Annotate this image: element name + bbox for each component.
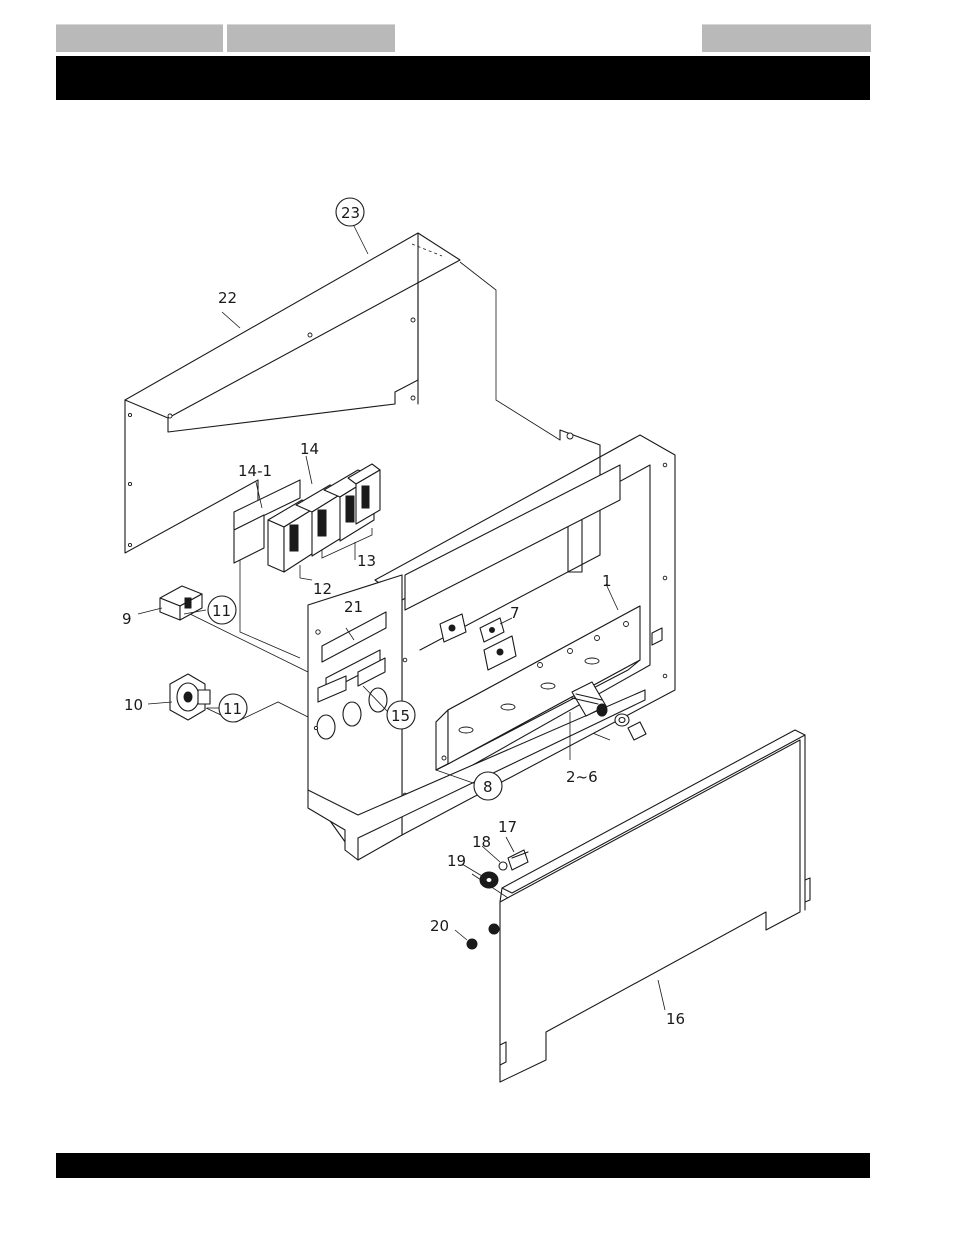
callout-11a-circle bbox=[207, 595, 237, 625]
header-tab-3 bbox=[702, 24, 871, 52]
part-10-twist-receptacle bbox=[169, 673, 211, 721]
callout-leaders bbox=[137, 225, 666, 1011]
callout-21: 21 bbox=[344, 598, 363, 616]
callout-15-circle bbox=[386, 700, 416, 730]
callout-9: 9 bbox=[122, 610, 132, 628]
callout-8-circle bbox=[473, 771, 503, 801]
callout-14-1: 14-1 bbox=[238, 462, 272, 480]
header-tab-2 bbox=[227, 24, 395, 52]
callout-8: 8 bbox=[483, 778, 493, 796]
part-7-terminal-studs bbox=[439, 613, 517, 671]
part-22-top-cover bbox=[124, 232, 461, 554]
callout-16: 16 bbox=[666, 1010, 685, 1028]
front-panel bbox=[307, 574, 646, 861]
callout-7: 7 bbox=[510, 604, 520, 622]
callout-22: 22 bbox=[218, 289, 237, 307]
callout-1: 1 bbox=[602, 572, 612, 590]
callout-labels: 22 23 14 14-1 13 12 21 9 11 10 11 15 7 1… bbox=[122, 197, 685, 1028]
callout-2-6: 2~6 bbox=[566, 768, 598, 786]
header-tab-1 bbox=[56, 24, 223, 52]
callout-19: 19 bbox=[447, 852, 466, 870]
part-2-6-bolt-hardware bbox=[571, 681, 647, 741]
callout-23-circle bbox=[335, 197, 365, 227]
part-14-breaker-assembly bbox=[233, 463, 381, 581]
part-16-side-panel bbox=[499, 729, 811, 1083]
callout-13: 13 bbox=[357, 552, 376, 570]
callout-11a: 11 bbox=[212, 602, 231, 620]
callout-10: 10 bbox=[124, 696, 143, 714]
callout-11b-circle bbox=[218, 693, 248, 723]
callout-20: 20 bbox=[430, 917, 449, 935]
footer-bar bbox=[56, 1153, 870, 1178]
callout-18: 18 bbox=[472, 833, 491, 851]
callout-14: 14 bbox=[300, 440, 319, 458]
part-9-receptacle bbox=[159, 585, 203, 621]
callout-17: 17 bbox=[498, 818, 517, 836]
callout-11b: 11 bbox=[223, 700, 242, 718]
fasteners-17-20 bbox=[466, 849, 529, 950]
callout-23: 23 bbox=[341, 204, 360, 222]
header-bar bbox=[56, 56, 870, 100]
callout-12: 12 bbox=[313, 580, 332, 598]
callout-15: 15 bbox=[391, 707, 410, 725]
